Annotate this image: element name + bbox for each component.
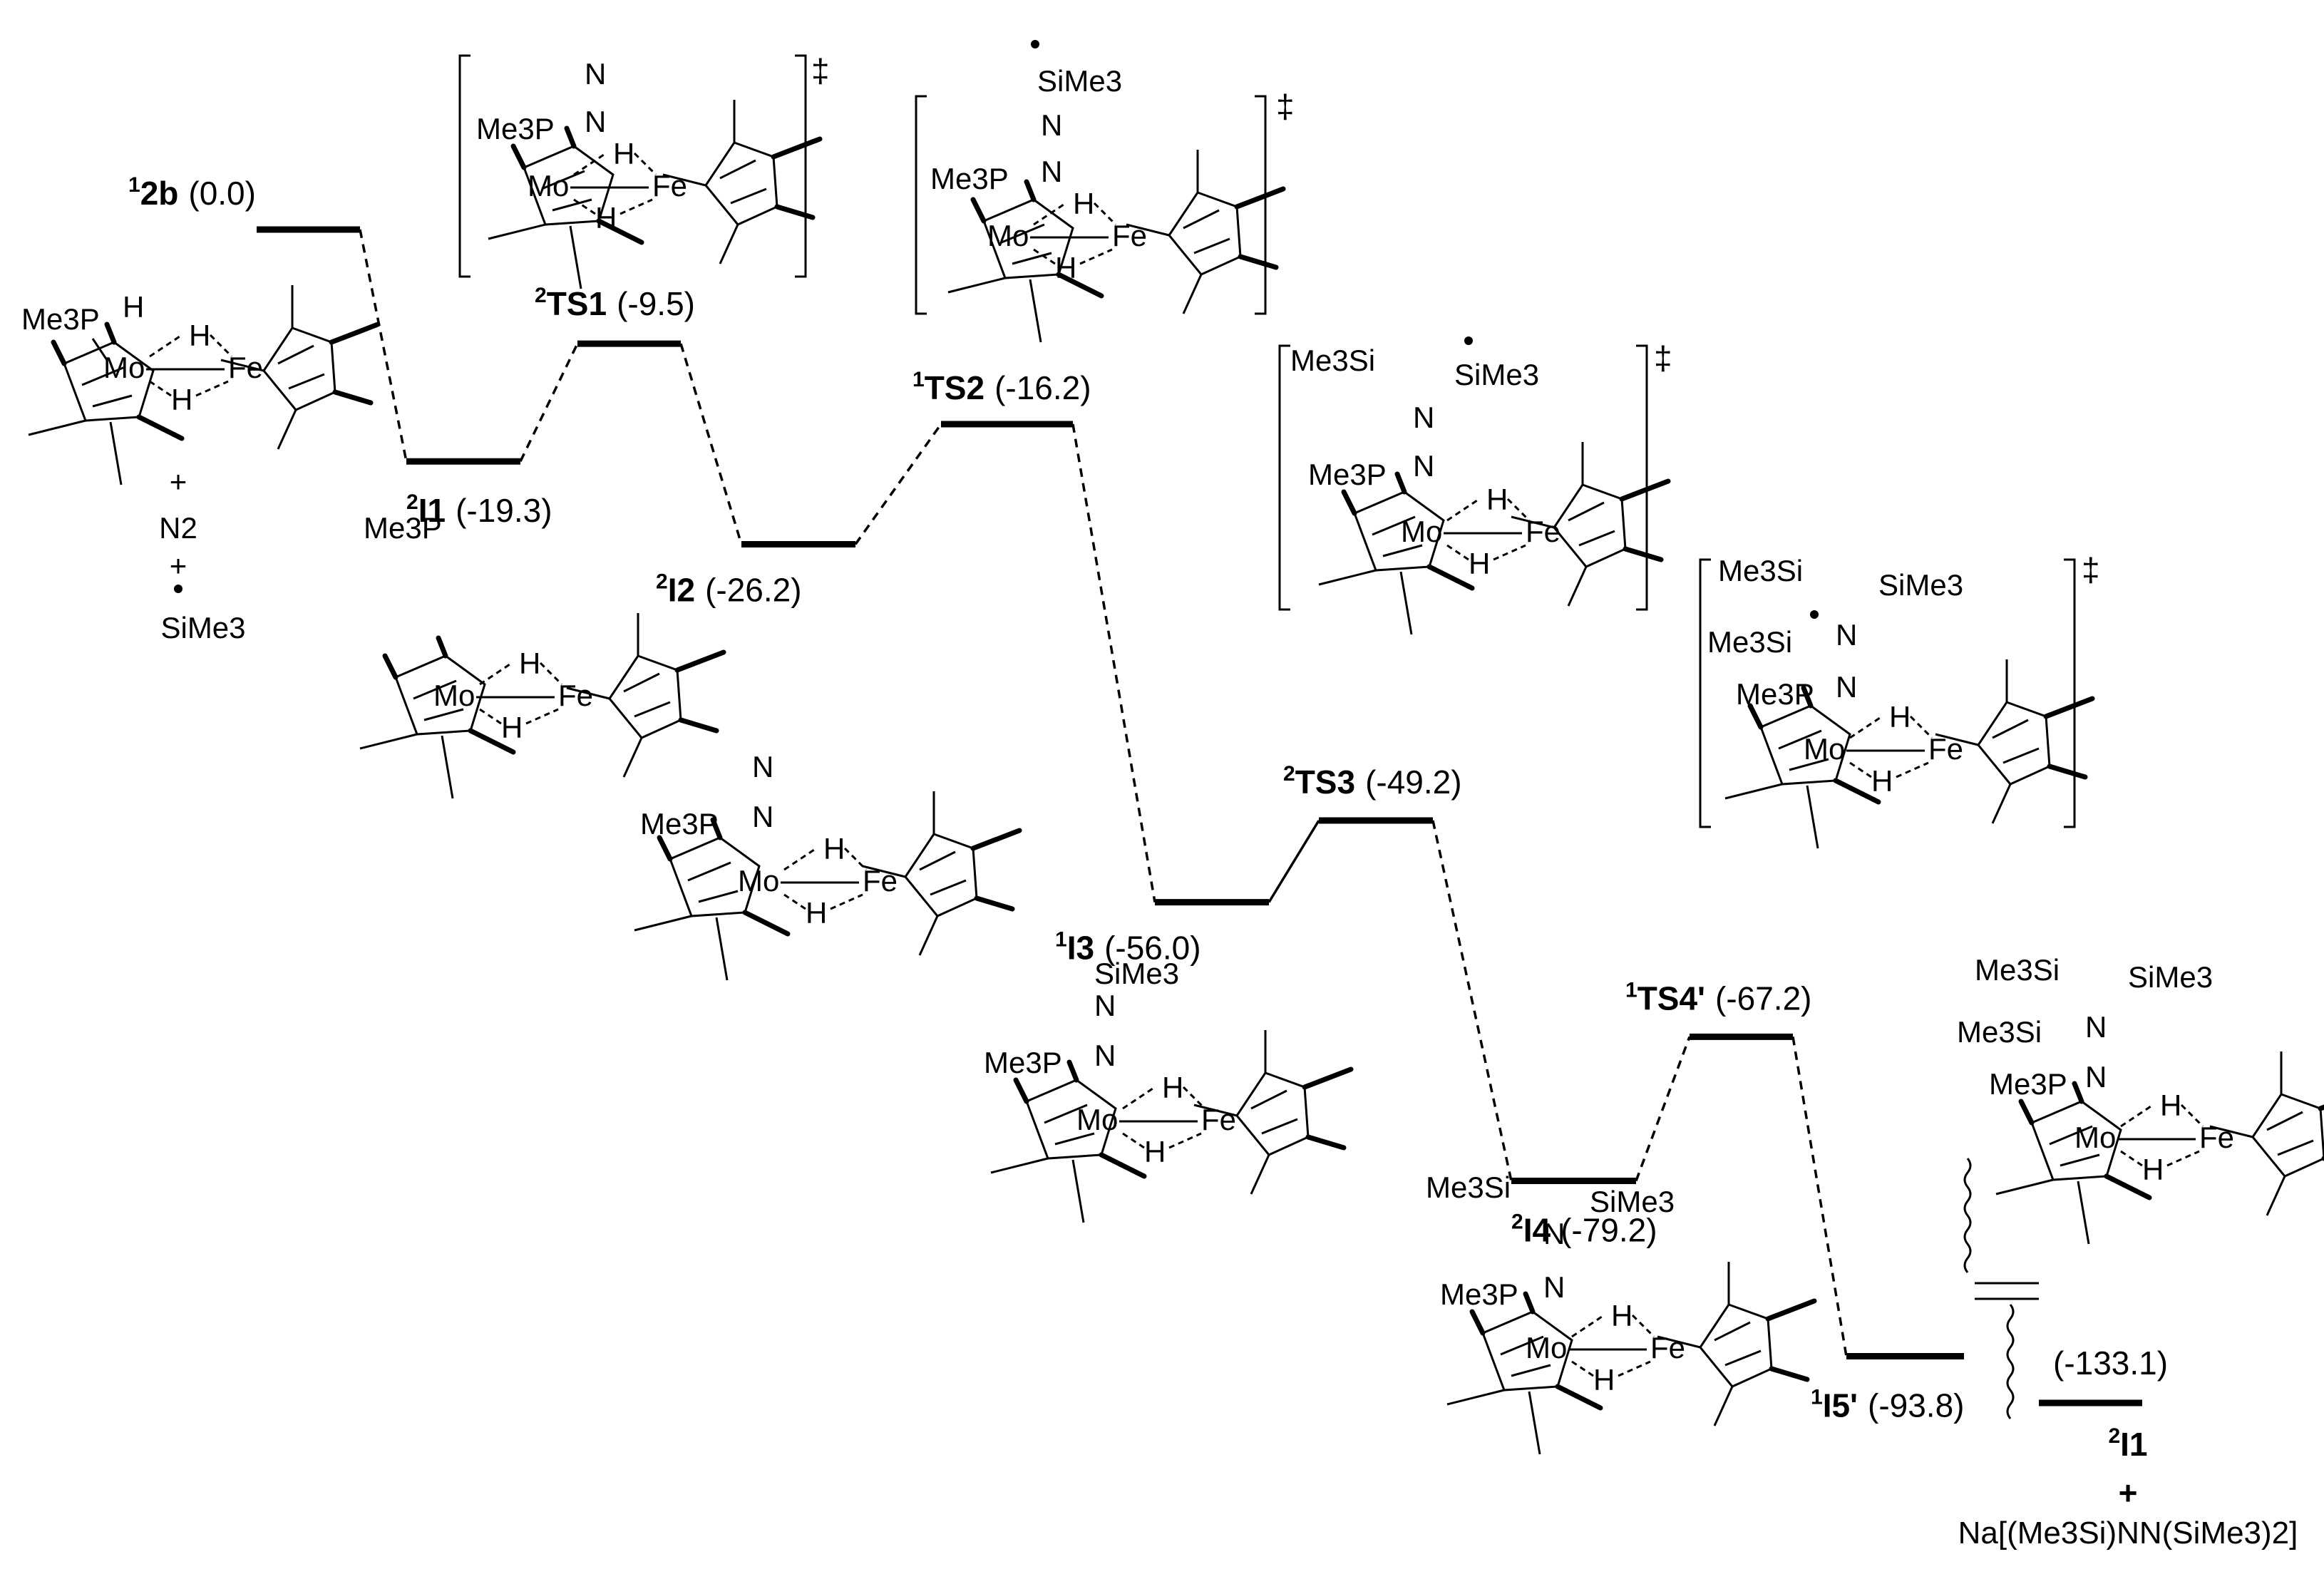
- svg-text:SiMe3: SiMe3: [1454, 358, 1539, 391]
- svg-text:SiMe3: SiMe3: [1590, 1185, 1675, 1218]
- svg-text:N: N: [1413, 449, 1434, 483]
- connector-4: [1071, 423, 1156, 902]
- label-s5: 1I3(-56.0): [1055, 928, 1201, 967]
- i4-structure: Me3Si SiMe3 N N Me3P: [1426, 1171, 1814, 1454]
- ts3-structure: ‡ Me3Si SiMe3 N N Me3P: [1278, 336, 1672, 634]
- label-s6: 2TS3(-49.2): [1283, 762, 1462, 801]
- reactant-radical: SiMe3: [160, 611, 245, 644]
- svg-text:‡: ‡: [811, 52, 830, 89]
- svg-text:‡: ‡: [1654, 339, 1672, 376]
- product-salt: Na[(Me3Si)NN(SiMe3)2]: [1958, 1516, 2298, 1550]
- svg-text:N: N: [2085, 1010, 2107, 1044]
- svg-text:N: N: [585, 105, 606, 138]
- svg-text:Me3P: Me3P: [640, 807, 719, 840]
- label-s7: 2I4(-79.2): [1511, 1210, 1657, 1249]
- svg-text:N: N: [752, 800, 773, 833]
- connector-3: [854, 423, 942, 545]
- connector-0: [359, 229, 408, 462]
- svg-text:N: N: [1836, 618, 1857, 652]
- radical-dot: [174, 585, 182, 593]
- svg-text:Me3Si: Me3Si: [1975, 953, 2060, 987]
- svg-text:Me3P: Me3P: [1440, 1277, 1518, 1311]
- reactant-plus-2: +: [170, 549, 187, 582]
- svg-text:Me3P: Me3P: [930, 162, 1009, 195]
- level-connectors: [359, 229, 1848, 1357]
- svg-text:Me3P: Me3P: [476, 112, 555, 145]
- svg-text:Me3P: Me3P: [984, 1046, 1062, 1079]
- connector-6: [1431, 820, 1513, 1181]
- label-s3: 2I2(-26.2): [656, 570, 802, 608]
- connector-2: [679, 343, 743, 545]
- label-s1: 2I1(-19.3): [406, 490, 552, 529]
- svg-text:Me3P: Me3P: [1989, 1067, 2067, 1101]
- ts4-structure: ‡ Me3Si SiMe3 Me3Si N Me3P N: [1699, 551, 2100, 848]
- connector-1: [519, 343, 579, 462]
- i5-structure: Me3Si SiMe3 Me3Si N Me3P N: [1957, 953, 2324, 1244]
- label-s4: 1TS2(-16.2): [912, 368, 1091, 406]
- svg-text:Me3Si: Me3Si: [1426, 1171, 1511, 1204]
- svg-text:N: N: [1543, 1217, 1565, 1250]
- connector-8: [1791, 1037, 1848, 1357]
- svg-text:N: N: [1543, 1270, 1565, 1304]
- reactant-n2: N2: [159, 511, 197, 545]
- svg-text:Me3P: Me3P: [364, 511, 442, 545]
- reactant-plus-1: +: [170, 465, 187, 498]
- product-label: 2I1 + Na[(Me3Si)NN(SiMe3)2]: [1958, 1424, 2298, 1550]
- svg-text:N: N: [1094, 989, 1116, 1022]
- svg-text:Me3P: Me3P: [21, 302, 100, 336]
- svg-text:N: N: [585, 57, 606, 91]
- svg-text:H: H: [123, 290, 144, 324]
- connector-7: [1635, 1036, 1691, 1182]
- svg-text:SiMe3: SiMe3: [1037, 64, 1122, 98]
- svg-text:‡: ‡: [2082, 551, 2100, 588]
- svg-text:Me3Si: Me3Si: [1718, 554, 1803, 587]
- svg-text:Me3Si: Me3Si: [1290, 344, 1375, 377]
- svg-text:‡: ‡: [1276, 88, 1295, 125]
- svg-text:Me3P: Me3P: [1308, 458, 1387, 491]
- label-s0: 12b(0.0): [128, 173, 256, 212]
- label-s10: (-133.1): [2053, 1344, 2168, 1382]
- svg-text:N: N: [1836, 670, 1857, 704]
- reactant-structure: Me3P H: [21, 285, 378, 485]
- label-s9: 1I5'(-93.8): [1811, 1386, 1964, 1424]
- level-labels: 12b(0.0) 2I1(-19.3) 2TS1(-9.5) 2I2(-26.2) 1T…: [128, 173, 2168, 1424]
- i1-structure: Me3P: [360, 511, 724, 798]
- ts2-structure: ‡ SiMe3 N N Me3P: [915, 40, 1295, 342]
- svg-text:Me3Si: Me3Si: [1707, 625, 1792, 659]
- svg-text:N: N: [752, 750, 773, 783]
- axis-break: [1963, 1158, 2039, 1419]
- svg-text:Me3Si: Me3Si: [1957, 1015, 2042, 1049]
- svg-text:N: N: [2085, 1060, 2107, 1094]
- svg-text:2I1: 2I1: [2108, 1424, 2147, 1463]
- svg-text:SiMe3: SiMe3: [1878, 568, 1963, 602]
- svg-text:Me3P: Me3P: [1736, 677, 1814, 711]
- i3-structure: SiMe3 N N Me3P: [984, 957, 1351, 1223]
- label-s2: 2TS1(-9.5): [535, 284, 695, 322]
- svg-text:N: N: [1041, 108, 1062, 142]
- svg-text:N: N: [1413, 401, 1434, 434]
- svg-text:N: N: [1041, 155, 1062, 188]
- label-s8: 1TS4'(-67.2): [1625, 978, 1811, 1017]
- connector-5: [1268, 820, 1320, 903]
- i2-structure: N N Me3P: [634, 750, 1019, 980]
- svg-text:SiMe3: SiMe3: [2128, 960, 2213, 994]
- svg-text:+: +: [2119, 1474, 2138, 1511]
- energy-levels: [257, 226, 2142, 1406]
- svg-text:SiMe3: SiMe3: [1094, 957, 1179, 990]
- svg-text:N: N: [1094, 1039, 1116, 1072]
- ts1-structure: ‡ N N Me3P: [458, 52, 830, 289]
